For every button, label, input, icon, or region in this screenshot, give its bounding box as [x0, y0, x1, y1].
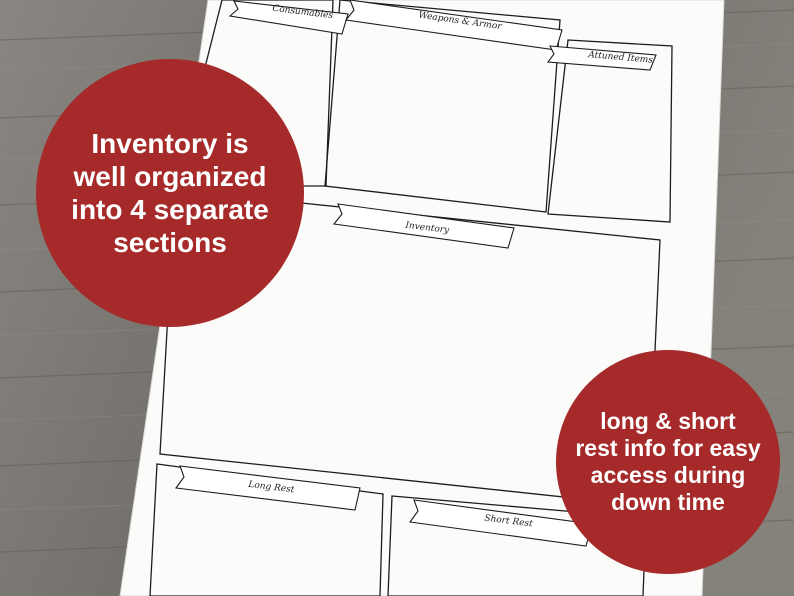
attuned-items-banner — [546, 45, 657, 71]
attuned-items-box — [547, 39, 673, 223]
long-rest-banner — [175, 465, 361, 511]
consumables-banner — [228, 0, 349, 35]
weapons-armor-box — [324, 0, 561, 213]
short-rest-banner — [409, 499, 593, 547]
rest-callout-badge — [556, 350, 780, 574]
inventory-banner — [332, 203, 515, 249]
rest-callout-text: long & short rest info for easy access d… — [575, 407, 761, 516]
weapons-armor-banner — [344, 0, 563, 51]
short-rest-box — [387, 495, 647, 596]
inventory-callout-badge — [36, 59, 304, 327]
inventory-callout-text: Inventory is well organized into 4 separ… — [71, 127, 269, 259]
